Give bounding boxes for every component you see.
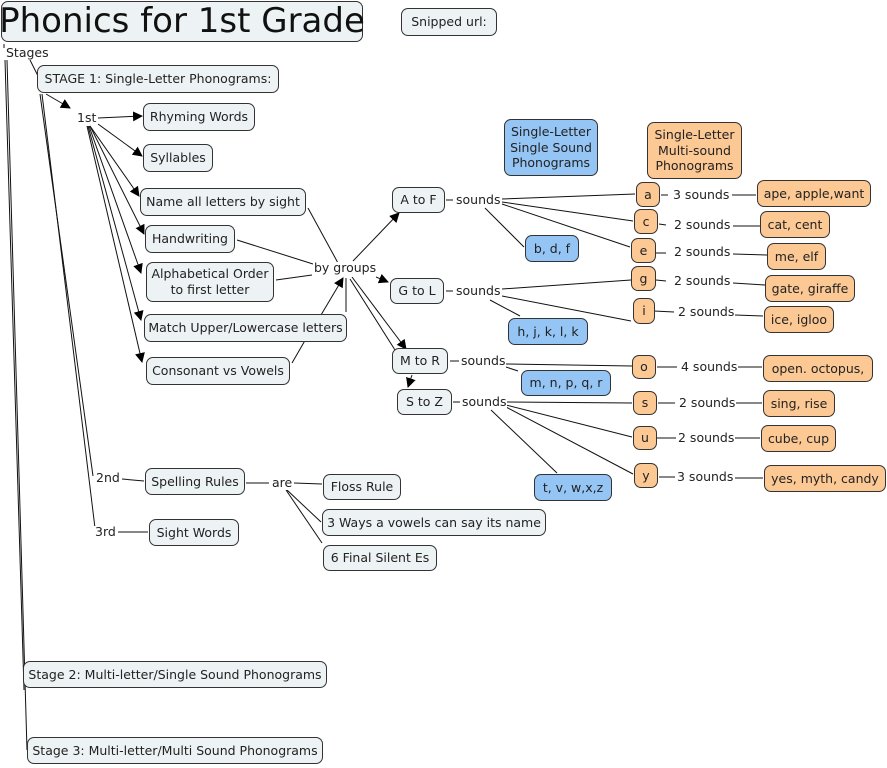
sounds-label: sounds [461,394,508,409]
snipped-url-node[interactable]: Snipped url: [401,8,497,36]
stage-3-node[interactable]: Stage 3: Multi-letter/Multi Sound Phonog… [27,737,323,764]
sounds-label: sounds [455,283,502,298]
single-sound-bdf[interactable]: b, d, f [525,235,579,262]
spelling-rules-node[interactable]: Spelling Rules [145,468,245,495]
letter-e[interactable]: e [631,238,656,263]
letter-i[interactable]: i [633,298,655,324]
rhyming-words-node[interactable]: Rhyming Words [143,103,255,131]
examples-g[interactable]: gate, giraffe [765,275,855,302]
multi-sound-header[interactable]: Single-Letter Multi-sound Phonograms [647,122,742,179]
final-silent-es-node[interactable]: 6 Final Silent Es [323,545,437,571]
handwriting-node[interactable]: Handwriting [145,225,235,253]
stages-label: Stages [5,45,50,60]
letter-s[interactable]: s [633,391,657,415]
sight-words-node[interactable]: Sight Words [149,519,239,546]
examples-u[interactable]: cube, cup [761,425,836,452]
examples-e[interactable]: me, elf [767,243,826,270]
sound-count-c: 2 sounds [673,217,732,232]
sound-count-e: 2 sounds [673,244,732,259]
match-case-node[interactable]: Match Upper/Lowercase letters [144,314,347,342]
sounds-label: sounds [460,353,507,368]
letter-u[interactable]: u [633,426,657,450]
single-sound-header[interactable]: Single-Letter Single Sound Phonograms [504,119,598,176]
examples-y[interactable]: yes, myth, candy [764,465,886,492]
grade-1st-label: 1st [76,110,98,125]
page-title: Phonics for 1st Grade [0,1,365,42]
sound-count-i: 2 sounds [677,304,736,319]
grade-2nd-label: 2nd [95,470,121,485]
vowel-name-node[interactable]: 3 Ways a vowels can say its name [322,509,546,536]
syllables-node[interactable]: Syllables [143,144,213,172]
single-sound-hjklk[interactable]: h, j, k, l, k [508,318,588,345]
group-g-to-l[interactable]: G to L [390,278,444,304]
name-letters-node[interactable]: Name all letters by sight [140,188,306,216]
sound-count-o: 4 sounds [680,359,739,374]
examples-c[interactable]: cat, cent [760,211,830,238]
consonant-vowels-node[interactable]: Consonant vs Vowels [146,357,290,385]
stage-1-node[interactable]: STAGE 1: Single-Letter Phonograms: [37,65,279,93]
examples-a[interactable]: ape, apple,want [757,180,871,207]
sound-count-a: 3 sounds [672,187,731,202]
examples-o[interactable]: open. octopus, [763,355,873,382]
sound-count-u: 2 sounds [677,430,736,445]
letter-y[interactable]: y [634,463,658,488]
sounds-label: sounds [455,192,502,207]
sound-count-s: 2 sounds [678,395,737,410]
by-groups-label: by groups [313,260,378,275]
sound-count-y: 3 sounds [676,469,735,484]
are-label: are [271,475,294,490]
letter-g[interactable]: g [631,266,656,291]
alphabetical-order-node[interactable]: Alphabetical Order to first letter [146,262,274,302]
sound-count-g: 2 sounds [673,273,732,288]
examples-i[interactable]: ice, igloo [764,306,834,333]
group-s-to-z[interactable]: S to Z [397,389,452,415]
stage-2-node[interactable]: Stage 2: Multi-letter/Single Sound Phono… [23,661,327,688]
single-sound-mnpqr[interactable]: m, n, p, q, r [521,370,611,396]
group-m-to-r[interactable]: M to R [392,348,448,374]
letter-c[interactable]: c [634,209,658,234]
examples-s[interactable]: sing, rise [763,390,835,417]
grade-3rd-label: 3rd [94,524,117,539]
letter-a[interactable]: a [636,182,660,207]
floss-rule-node[interactable]: Floss Rule [323,474,401,500]
single-sound-tvwxz[interactable]: t, v, w,x,z [534,474,612,501]
letter-o[interactable]: o [632,355,656,379]
group-a-to-f[interactable]: A to F [392,187,445,213]
